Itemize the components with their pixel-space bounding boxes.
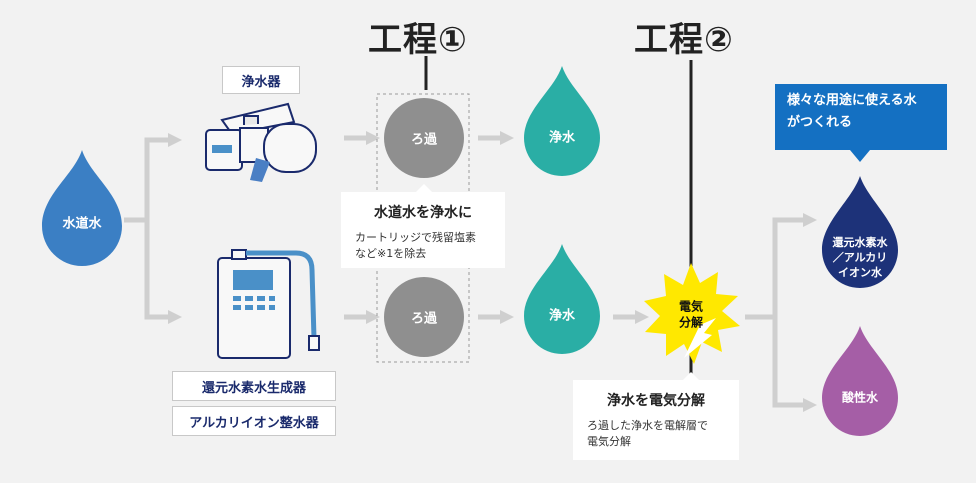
purified-water-drop-bottom xyxy=(524,244,600,354)
hydrogen-label-1: 還元水素水 xyxy=(832,236,888,249)
step1-note-body-1: カートリッジで残留塩素 xyxy=(355,231,476,244)
purifier-label: 浄水器 xyxy=(222,66,300,94)
step2-note-pointer xyxy=(683,372,699,380)
connector-lines xyxy=(124,135,805,408)
generator-label: 還元水素水生成器 xyxy=(172,371,336,401)
electrolysis-label-2: 分解 xyxy=(678,315,704,330)
electrolysis-burst xyxy=(644,263,740,364)
arrow-heads xyxy=(168,131,817,412)
purified-water-drop-top xyxy=(524,66,600,176)
callout-line-2: がつくれる xyxy=(787,115,853,130)
step1-note-body-2: など※1を除去 xyxy=(355,247,427,260)
filtration-bottom-label: ろ過 xyxy=(410,311,438,327)
electrolysis-label-1: 電気 xyxy=(678,299,704,314)
acidic-water-drop xyxy=(822,326,898,436)
filtration-circle-top xyxy=(384,98,464,178)
water-generator-illustration xyxy=(217,249,320,359)
acidic-label: 酸性水 xyxy=(841,390,879,405)
lightning-icon xyxy=(684,318,716,358)
filtration-top-label: ろ過 xyxy=(410,132,438,148)
filtration-circle-bottom xyxy=(384,277,464,357)
callout-pointer xyxy=(850,150,870,162)
hydrogen-label-3: イオン水 xyxy=(838,266,882,279)
alkaline-label: アルカリイオン整水器 xyxy=(172,406,336,436)
step2-title: 工程② xyxy=(634,20,734,60)
purified-bottom-label: 浄水 xyxy=(548,308,576,324)
step1-note: 水道水を浄水に カートリッジで残留塩素 など※1を除去 xyxy=(341,192,505,268)
hydrogen-label-2: ／アルカリ xyxy=(832,251,888,264)
tap-water-label: 水道水 xyxy=(62,216,102,232)
step1-title: 工程① xyxy=(368,20,468,60)
faucet-purifier-illustration xyxy=(205,102,317,182)
step2-note-heading: 浄水を電気分解 xyxy=(607,393,705,409)
step2-note: 浄水を電気分解 ろ過した浄水を電解層で 電気分解 xyxy=(573,380,739,460)
step1-note-pointer xyxy=(416,184,432,192)
uses-callout: 様々な用途に使える水 がつくれる xyxy=(775,84,947,150)
step2-note-body-2: 電気分解 xyxy=(587,435,631,448)
step1-note-heading: 水道水を浄水に xyxy=(374,205,472,221)
tap-water-drop xyxy=(42,150,122,266)
step2-note-body-1: ろ過した浄水を電解層で xyxy=(587,419,708,432)
callout-line-1: 様々な用途に使える水 xyxy=(787,93,917,108)
purified-top-label: 浄水 xyxy=(548,130,576,146)
hydrogen-water-drop xyxy=(822,176,898,288)
